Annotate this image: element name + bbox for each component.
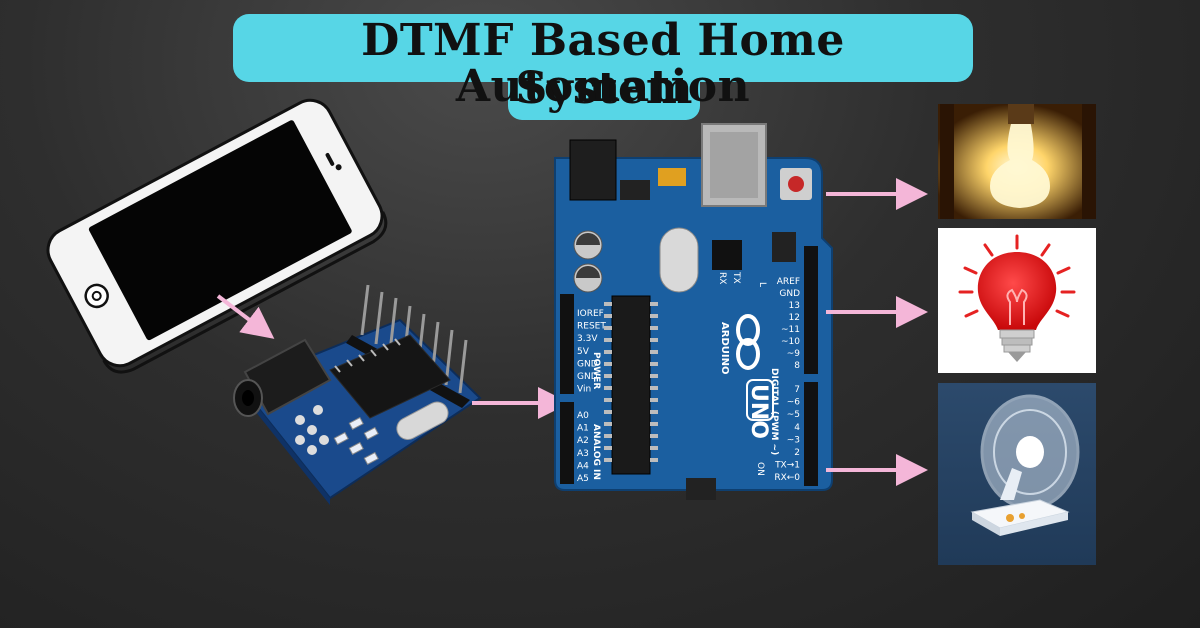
digital-pin-label-bottom-6: TX→1 [774, 461, 800, 471]
digital-pin-label-bottom-0: 7 [794, 385, 800, 395]
digital-pin-label-top-4: ~11 [781, 325, 800, 335]
arduino-uno-board: UNO ARDUINO POWER ANALOG IN DIGITAL (PWM… [554, 123, 833, 500]
digital-pin-label-bottom-1: ~6 [787, 398, 801, 408]
analog-pin-label-1: A1 [577, 424, 589, 434]
power-pin-labels: IOREF RESET 3.3V 5V GND GND Vin [577, 309, 606, 395]
power-pin-label-6: Vin [577, 385, 591, 395]
arduino-brand-label: ARDUINO [719, 322, 730, 374]
diagram-title: DTMF Based Home Automation [361, 15, 845, 112]
digital-pin-label-top-5: ~10 [781, 337, 800, 347]
power-pin-label-1: RESET [577, 322, 606, 332]
power-pin-label-4: GND [577, 359, 598, 369]
digital-pin-label-bottom-4: ~3 [787, 435, 800, 445]
digital-pin-label-bottom-5: 2 [794, 448, 800, 458]
power-pin-label-3: 5V [577, 347, 590, 357]
digital-pin-label-top-1: GND [779, 289, 800, 299]
led-label-rx: RX [717, 272, 727, 284]
led-label-tx: TX [731, 271, 741, 284]
digital-pin-label-bottom-7: RX←0 [774, 473, 800, 483]
digital-header-label: DIGITAL (PWM ~) [769, 368, 779, 455]
digital-pin-labels-top: AREF GND 13 12 ~11 ~10 ~9 8 [777, 277, 801, 371]
smartphone [46, 98, 388, 374]
arrow-phone-to-module [216, 294, 275, 339]
dtmf-decoder-module [233, 284, 482, 505]
digital-pin-label-bottom-3: 4 [794, 423, 800, 433]
power-header-label: POWER [591, 352, 601, 389]
analog-pin-label-5: A5 [577, 474, 589, 484]
digital-pin-label-top-0: AREF [777, 277, 800, 287]
power-pin-label-5: GND [577, 372, 598, 382]
analog-pin-label-0: A0 [577, 411, 589, 421]
digital-pin-labels-bottom: 7 ~6 ~5 4 ~3 2TX→1RX←0 [774, 385, 800, 483]
arduino-model-label: UNO [746, 384, 771, 439]
fan-image [938, 383, 1096, 565]
light-bulb-image [938, 104, 1096, 219]
red-bulb-image [938, 228, 1096, 373]
analog-pin-label-4: A4 [577, 461, 589, 471]
on-label: ON [755, 462, 765, 476]
diagram-title-line2: System [515, 63, 693, 114]
led-label-l: L [757, 282, 767, 287]
power-pin-label-0: IOREF [577, 309, 604, 319]
analog-header-label: ANALOG IN [591, 424, 601, 480]
digital-pin-label-top-6: ~9 [787, 349, 801, 359]
digital-pin-label-top-2: 13 [789, 301, 800, 311]
digital-pin-label-bottom-2: ~5 [787, 410, 800, 420]
analog-pin-label-3: A3 [577, 449, 589, 459]
digital-pin-label-top-7: 8 [794, 361, 800, 371]
title-banner-tail [508, 66, 700, 120]
power-pin-label-2: 3.3V [577, 334, 598, 344]
analog-pin-label-2: A2 [577, 436, 589, 446]
digital-pin-label-top-3: 12 [789, 313, 800, 323]
